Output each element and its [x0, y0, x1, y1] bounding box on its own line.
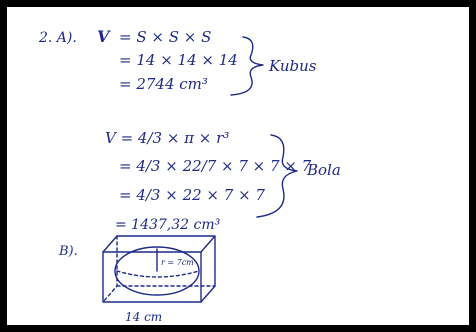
box-back-edges	[102, 235, 216, 303]
cube-brace	[230, 36, 264, 96]
radius-label: r = 7cm	[161, 258, 194, 267]
cube-line-3: = 2744 cm³	[119, 75, 208, 93]
handwritten-note: 2. A). V = S × S × S = 14 × 14 × 14 = 27…	[38, 27, 341, 324]
sketch-label: B).	[58, 244, 78, 259]
sphere-line-3: = 4/3 × 22 × 7 × 7	[119, 186, 265, 204]
sphere-group-label: Bola	[306, 161, 341, 179]
sphere-line-1: V = 4/3 × π × r³	[105, 129, 229, 147]
cube-line-1: = S × S × S	[119, 28, 211, 46]
question-label: 2. A).	[38, 30, 77, 46]
sphere-line-2: = 4/3 × 22/7 × 7 × 7 × 7	[119, 157, 312, 175]
sphere-in-box-sketch: r = 7cm	[102, 235, 216, 303]
sphere-line-4: = 1437,32 cm³	[115, 217, 221, 233]
sphere-outline	[114, 246, 200, 296]
width-label: 14 cm	[125, 310, 162, 324]
sphere-equator	[116, 270, 200, 278]
box-hidden-edges	[102, 235, 216, 303]
cube-line-2: = 14 × 14 × 14	[119, 51, 238, 69]
scanned-page: 2. A). V = S × S × S = 14 × 14 × 14 = 27…	[7, 7, 469, 325]
cube-group-label: Kubus	[268, 57, 317, 75]
volume-symbol: V	[97, 27, 111, 46]
sphere-brace	[256, 134, 298, 218]
box-front-face	[102, 251, 202, 303]
